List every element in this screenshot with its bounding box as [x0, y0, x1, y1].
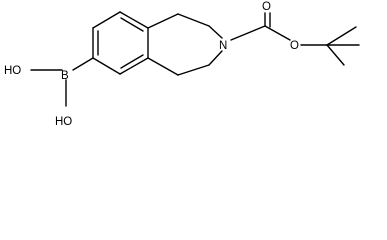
aromatic-inner-bond-top [120, 17, 144, 32]
bond-carbonyl-c-ester-o [264, 25, 291, 41]
bond-quaternary-c-methyl-bottom [326, 44, 345, 66]
bond-ch2-n-top-n [208, 25, 223, 39]
bond-n-ch2-n-bottom [208, 50, 223, 66]
carbonyl-oxygen-label: O [262, 1, 271, 13]
bond-c1-c2 [119, 11, 149, 29]
bond-ch2-bottom-c3 [147, 57, 179, 76]
boronic-acid-group: B HO HO [4, 57, 94, 128]
benzene-ring [92, 11, 149, 75]
nitrogen-atom-label: N [219, 40, 227, 52]
azepine-ring [147, 13, 223, 76]
boc-group: N O O [219, 1, 360, 66]
bond-c6-c1 [92, 11, 121, 29]
bond-ch2-top-ch2-n-top [177, 13, 210, 27]
bond-quaternary-c-methyl-top [326, 26, 357, 46]
hydroxyl-bottom-label: HO [55, 116, 72, 128]
bond-c2-ch2-top [147, 13, 179, 29]
bond-c5-b [72, 57, 94, 71]
bond-c4-c5 [92, 57, 121, 75]
ester-oxygen-label: O [290, 40, 299, 52]
molecule-structure: B HO HO N O O [4, 1, 360, 128]
aromatic-inner-bond-right [120, 54, 144, 69]
bond-c3-c4 [119, 57, 149, 75]
hydroxyl-top-label: HO [4, 65, 21, 77]
boron-atom-label: B [61, 70, 69, 82]
bond-n-carbonyl-c [230, 25, 266, 41]
bond-ch2-n-bottom-ch2-bottom [177, 64, 210, 76]
